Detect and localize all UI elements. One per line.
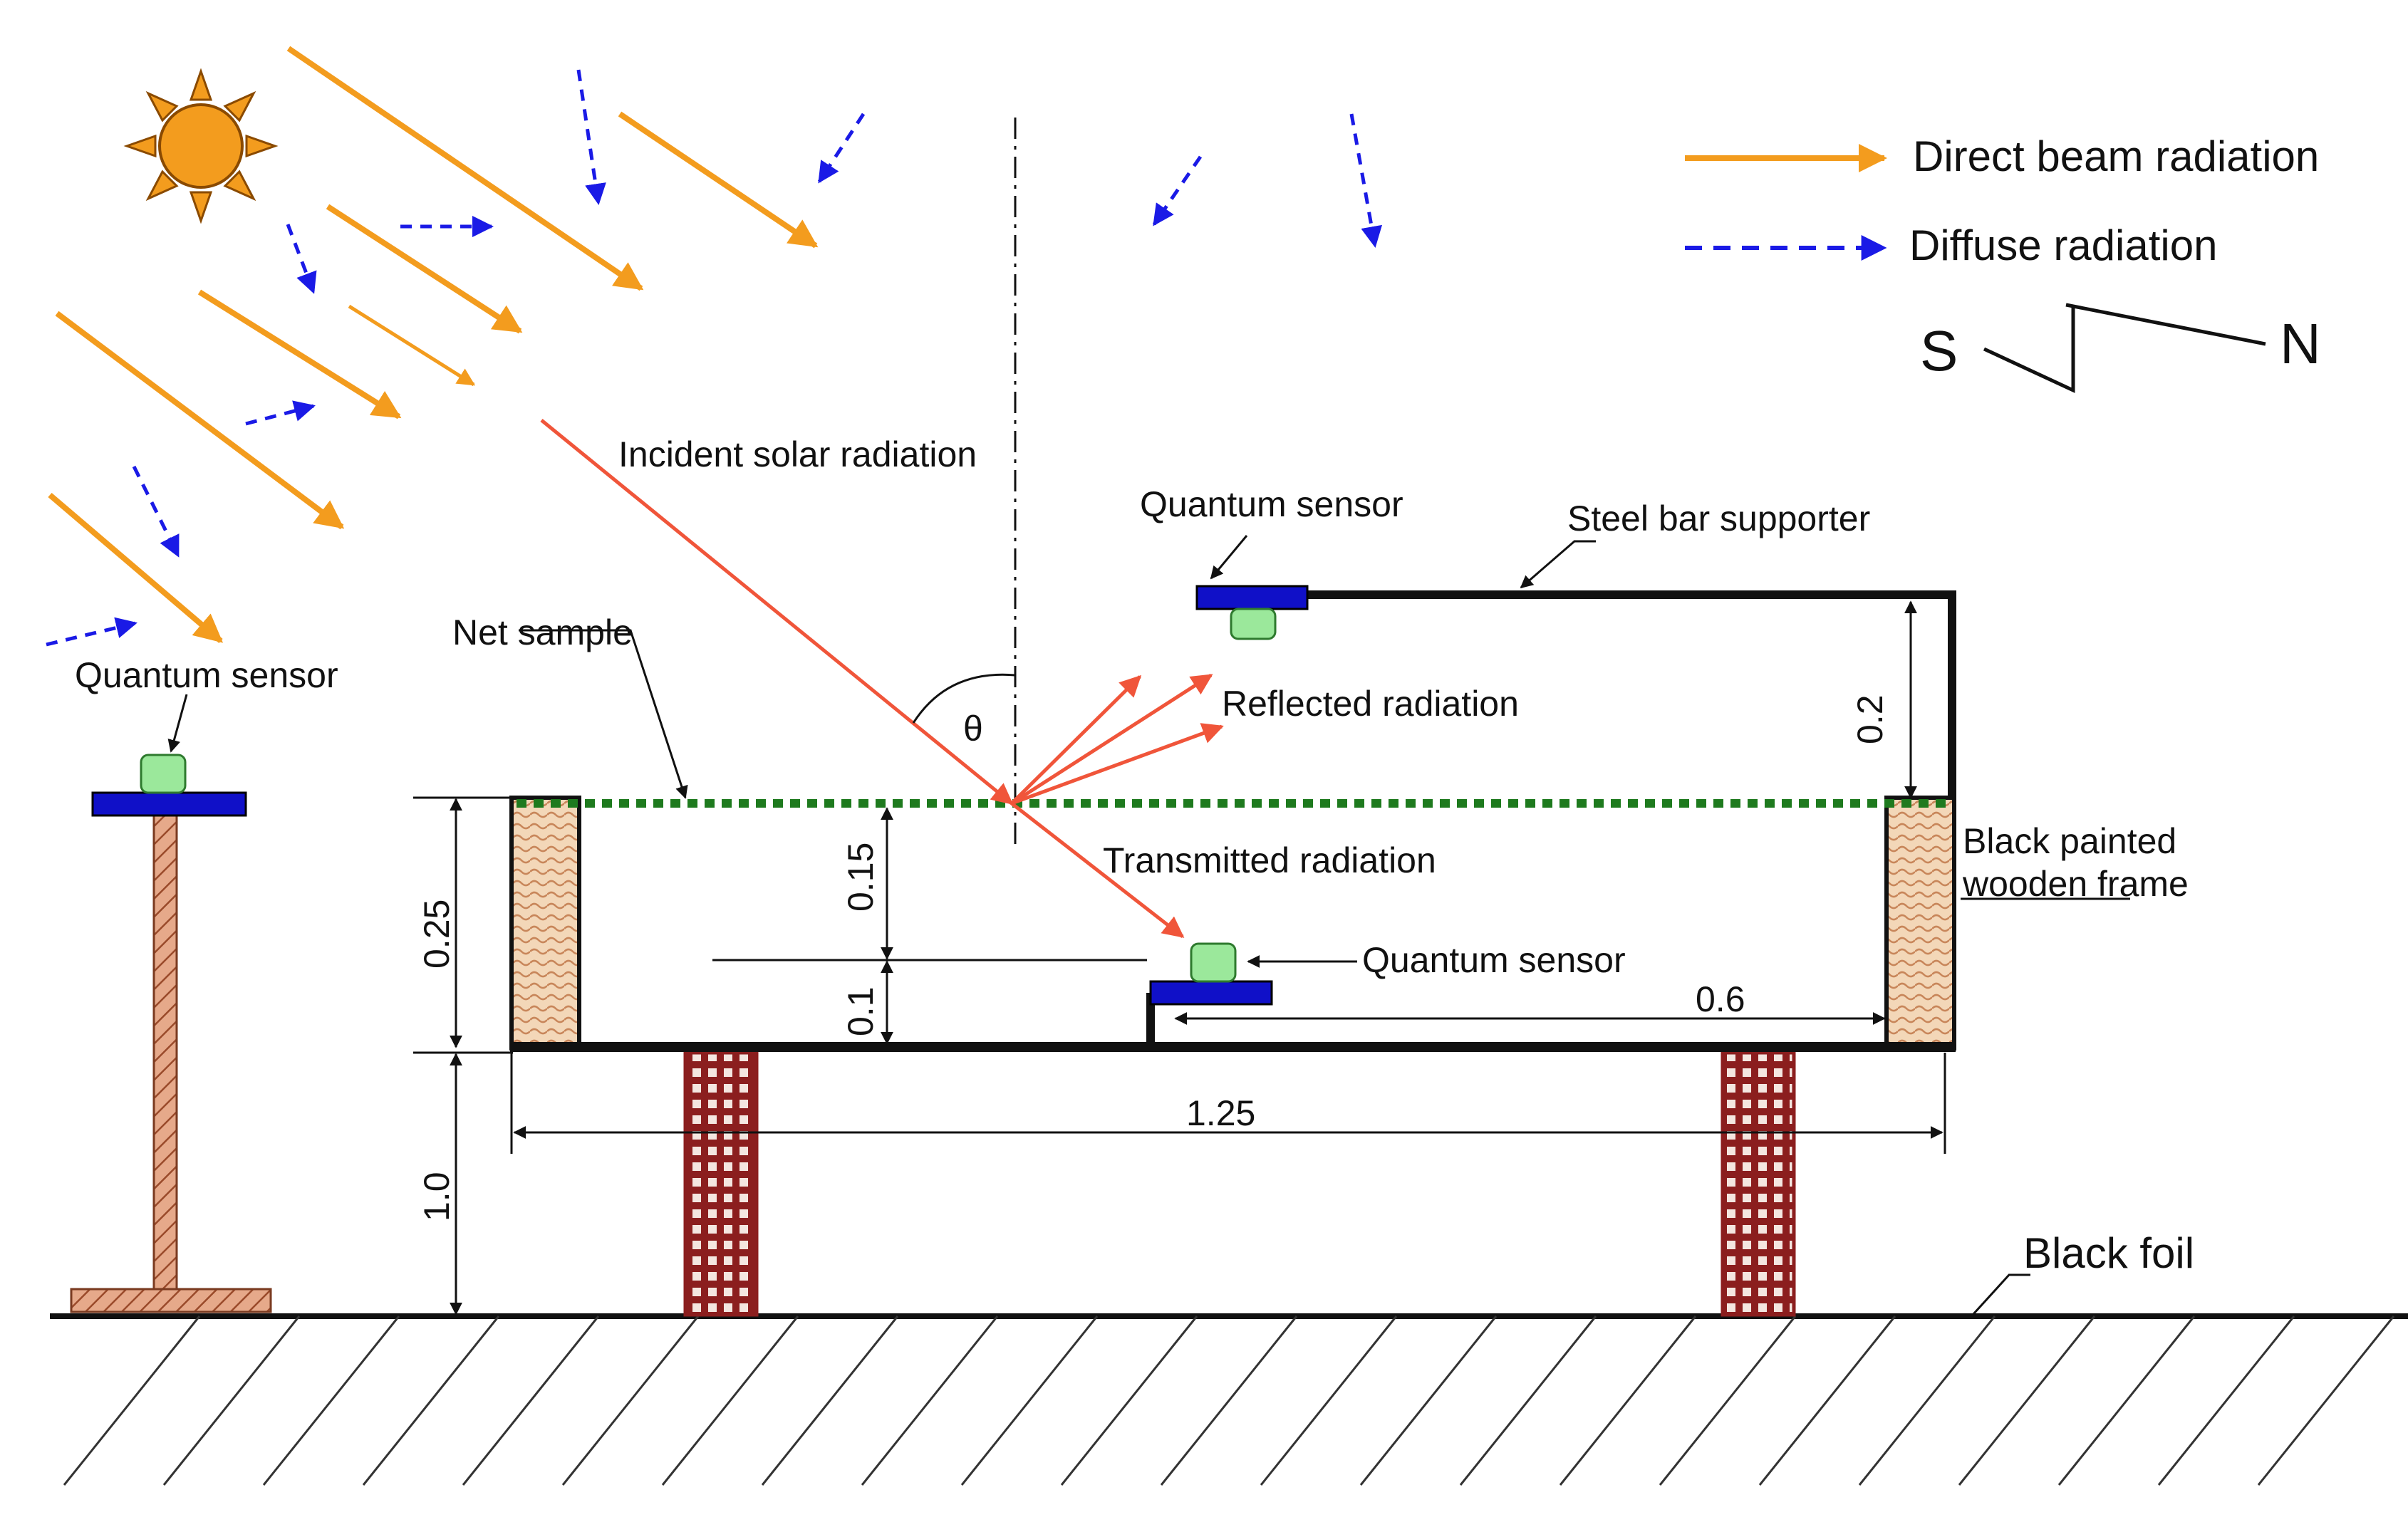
angle-arc bbox=[912, 673, 1016, 724]
reflected-ray-1 bbox=[1010, 674, 1142, 805]
compass-south: S bbox=[1920, 319, 1958, 382]
frame-post-left bbox=[509, 796, 581, 1051]
frame-post-right bbox=[1884, 796, 1956, 1051]
top-sensor bbox=[1195, 535, 1309, 640]
legend-direct-label: Direct beam radiation bbox=[1913, 132, 2319, 180]
direct-beam-arrows bbox=[48, 46, 819, 644]
reference-sensor-base bbox=[91, 791, 247, 817]
bottom-sensor-head bbox=[1190, 942, 1237, 983]
dim-height-above-net: 0.2 bbox=[1850, 694, 1890, 744]
legend: Direct beam radiation Diffuse radiation bbox=[1685, 132, 2319, 269]
bottom-sensor-base bbox=[1149, 980, 1273, 1006]
label-angle: θ bbox=[963, 709, 983, 749]
compass bbox=[1983, 303, 2266, 393]
dimension-lines bbox=[413, 600, 1946, 1315]
reflected-ray-3 bbox=[1011, 723, 1224, 806]
dim-frame-height: 0.25 bbox=[417, 900, 457, 969]
label-transmitted: Transmitted radiation bbox=[1103, 840, 1436, 880]
bottom-sensor bbox=[1149, 942, 1357, 1006]
reference-sensor-stand bbox=[70, 694, 272, 1313]
label-sensor-top: Quantum sensor bbox=[1140, 484, 1403, 524]
label-sensor-bottom: Quantum sensor bbox=[1362, 940, 1626, 980]
label-net-sample: Net sample bbox=[452, 613, 633, 652]
label-reflected: Reflected radiation bbox=[1222, 684, 1519, 724]
dim-stand-height: 1.0 bbox=[417, 1172, 457, 1221]
transmitted-ray bbox=[1010, 802, 1185, 938]
dim-sensor-to-net: 0.15 bbox=[841, 843, 881, 912]
label-incident: Incident solar radiation bbox=[618, 434, 977, 474]
label-black-foil: Black foil bbox=[2023, 1229, 2194, 1277]
top-sensor-head bbox=[1230, 608, 1277, 640]
radiation-rays bbox=[540, 419, 1224, 938]
label-steel-bar: Steel bar supporter bbox=[1567, 499, 1870, 538]
ground-hatch bbox=[63, 1315, 2395, 1486]
dim-frame-width: 1.25 bbox=[1186, 1093, 1255, 1133]
label-sensor-left: Quantum sensor bbox=[75, 655, 338, 695]
reference-sensor-head bbox=[140, 754, 187, 794]
sun-icon bbox=[123, 68, 279, 224]
top-sensor-base bbox=[1195, 585, 1309, 610]
brick-leg-left bbox=[683, 1051, 759, 1317]
dim-sensor-offset: 0.6 bbox=[1696, 979, 1745, 1019]
compass-north: N bbox=[2280, 312, 2321, 375]
wooden-frame bbox=[509, 590, 1956, 1052]
incident-ray bbox=[540, 419, 1014, 805]
dim-sensor-height: 0.1 bbox=[841, 986, 881, 1036]
label-frame-line1: Black painted bbox=[1963, 821, 2176, 861]
brick-leg-right bbox=[1721, 1051, 1796, 1317]
reflected-ray-2 bbox=[1010, 673, 1213, 806]
legend-diffuse-label: Diffuse radiation bbox=[1909, 222, 2217, 269]
diffuse-arrows bbox=[46, 69, 1383, 647]
label-frame-line2: wooden frame bbox=[1962, 864, 2189, 904]
